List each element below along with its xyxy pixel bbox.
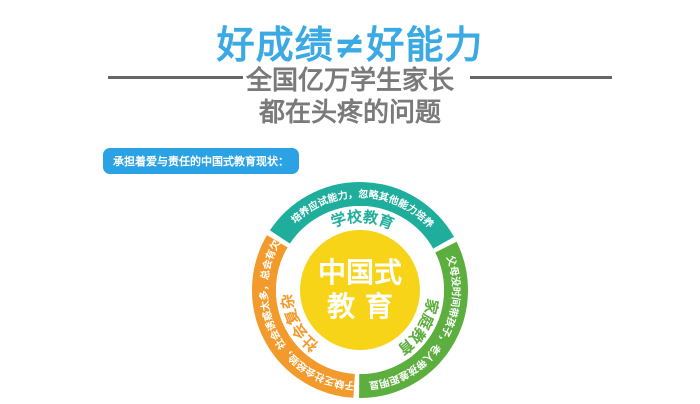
ring-segment [252, 235, 356, 398]
page-title: 好成绩≠好能力 [216, 23, 484, 67]
ring-segment [269, 182, 454, 249]
section-badge: 承担着爱与责任的中国式教育现状： [103, 148, 299, 174]
subtitle-line1: 全国亿万学生家长 [245, 66, 454, 96]
center-text-line1: 中国式 [318, 256, 402, 289]
center-text-line2: 教 育 [327, 290, 393, 323]
divider-left [108, 76, 243, 79]
ring-segment [358, 241, 468, 398]
divider-right [470, 76, 612, 79]
center-circle [300, 230, 420, 350]
subtitle-line2: 都在头疼的问题 [258, 98, 441, 128]
